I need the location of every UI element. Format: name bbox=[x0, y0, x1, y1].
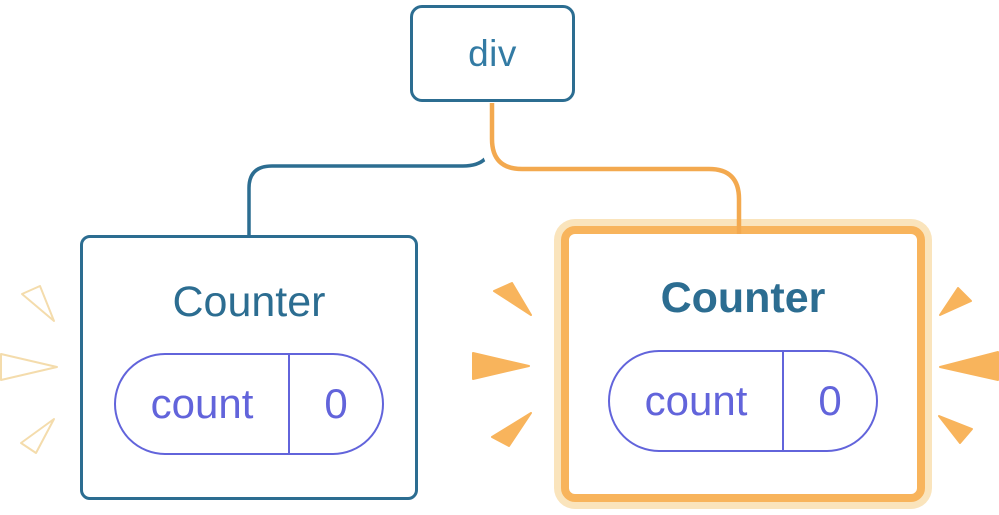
sparkle-burst-right-counter-inner bbox=[472, 282, 532, 447]
edge-root-to-right-counter bbox=[489, 103, 742, 234]
state-value: 0 bbox=[782, 351, 876, 450]
sparkle-ray-icon bbox=[20, 418, 55, 454]
counter-title: Counter bbox=[660, 274, 826, 323]
edge-root-to-left-counter bbox=[247, 104, 495, 238]
sparkle-ray-icon bbox=[939, 351, 999, 381]
state-pill: count 0 bbox=[114, 353, 384, 456]
state-value: 0 bbox=[288, 355, 382, 454]
sparkle-ray-icon bbox=[0, 353, 58, 381]
state-pill: count 0 bbox=[608, 349, 878, 452]
sparkle-ray-icon bbox=[21, 285, 55, 322]
root-node-label: div bbox=[468, 32, 517, 74]
sparkle-ray-icon bbox=[939, 287, 972, 316]
sparkle-ray-icon bbox=[472, 352, 530, 380]
counter-node-left: Counter count 0 bbox=[80, 235, 418, 500]
sparkle-ray-icon bbox=[491, 412, 532, 447]
sparkle-burst-left-counter bbox=[0, 285, 58, 454]
root-node-div: div bbox=[410, 5, 575, 102]
counter-node-right-highlighted: Counter count 0 bbox=[561, 226, 925, 502]
state-key-label: count bbox=[644, 376, 748, 424]
edge-right-casing bbox=[480, 102, 751, 219]
state-key-label: count bbox=[150, 380, 254, 428]
sparkle-ray-icon bbox=[493, 282, 532, 316]
sparkle-ray-icon bbox=[938, 415, 973, 444]
counter-title: Counter bbox=[172, 277, 326, 326]
sparkle-burst-right-counter-outer bbox=[938, 287, 999, 444]
